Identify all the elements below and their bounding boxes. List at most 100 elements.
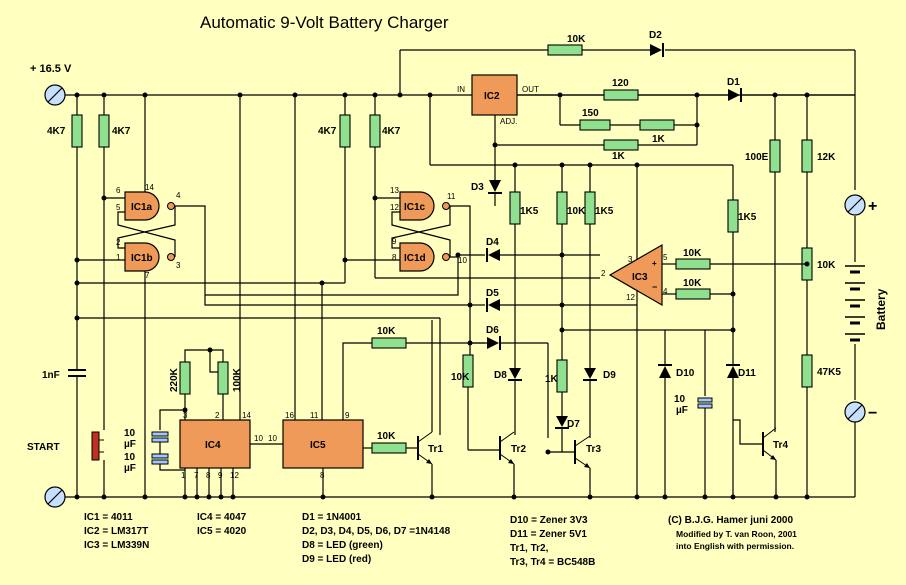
- pin-label: 4: [663, 287, 668, 296]
- resistor-10k-d6: [371, 337, 407, 349]
- pin-label: 1: [181, 471, 186, 480]
- junction-dots: [74, 92, 810, 500]
- battery-plus-sign: +: [868, 198, 877, 215]
- ic1a-label: IC1a: [131, 202, 153, 213]
- diode-label: D2: [649, 30, 662, 41]
- transistor-tr2-icon: [499, 431, 515, 465]
- zener-d10-icon: [658, 364, 672, 378]
- resistor-label: 10K: [451, 372, 470, 383]
- battery-icon: [845, 216, 865, 400]
- resistor-1k5-c: [727, 199, 739, 233]
- capacitor-10uf-b: [151, 453, 169, 459]
- legend-line: D10 = Zener 3V3: [510, 515, 588, 526]
- diode-d2: [650, 43, 664, 57]
- ic4-4047: [179, 419, 251, 469]
- resistor-label: 12K: [817, 152, 836, 163]
- resistor-150: [579, 119, 611, 131]
- pin-label: 8: [392, 253, 397, 262]
- resistor-4k7-c: [339, 114, 351, 148]
- pin-label: 9: [345, 411, 350, 420]
- diode-d6: [487, 336, 501, 350]
- diode-label: D6: [486, 325, 499, 336]
- legend-line: IC3 = LM339N: [84, 540, 149, 551]
- resistor-10k-comparator-1: [675, 258, 711, 270]
- capacitor-10uf-c: [697, 397, 713, 403]
- resistor-120: [603, 89, 639, 101]
- capacitor-label: 10: [124, 452, 136, 463]
- legend-line: IC5 = 4020: [197, 526, 247, 537]
- ic3-comparator: [608, 243, 663, 307]
- credit-line: (C) B.J.G. Hamer juni 2000: [668, 515, 793, 526]
- diode-d4: [486, 248, 500, 262]
- legend-line: D11 = Zener 5V1: [510, 529, 587, 540]
- resistor-label: 4K7: [47, 126, 66, 137]
- comparator-plus: +: [652, 259, 657, 268]
- diode-label: D5: [486, 288, 499, 299]
- supply-terminal: [44, 84, 66, 106]
- diode-d3: [488, 180, 502, 194]
- diode-label: D7: [567, 419, 580, 430]
- pin-label: 5: [116, 203, 121, 212]
- ic1d-gate: [399, 242, 435, 272]
- resistor-label: 1K: [545, 374, 559, 385]
- resistor-label: 1K5: [595, 206, 614, 217]
- resistor-label: 120: [612, 78, 629, 89]
- diagram-title: Automatic 9-Volt Battery Charger: [200, 13, 449, 32]
- ic1c-gate: [399, 191, 435, 221]
- pin-label: 6: [116, 186, 121, 195]
- pin-label: 16: [285, 411, 294, 420]
- resistor-4k7-a: [71, 114, 83, 148]
- resistor-label: 1K: [652, 134, 666, 145]
- pin-label: 9: [392, 237, 397, 246]
- pin-label: 2: [215, 411, 220, 420]
- pin-label: OUT: [522, 85, 539, 94]
- pin-label: ADJ.: [500, 117, 517, 126]
- pin-label: 12: [230, 471, 239, 480]
- pin-label: 12: [626, 293, 635, 302]
- ic1b-gate: [124, 242, 160, 272]
- ic3-label: IC3: [632, 272, 648, 283]
- resistor-label: 4K7: [112, 126, 131, 137]
- capacitor-label: 10: [674, 394, 686, 405]
- diode-label: D8: [494, 370, 507, 381]
- resistor-1k-d7: [556, 359, 568, 393]
- resistor-10k-ic5: [371, 442, 407, 454]
- ic1d-label: IC1d: [404, 253, 426, 264]
- resistor-100e: [769, 139, 781, 173]
- resistor-label: 10K: [567, 206, 586, 217]
- resistor-1k-pot: [639, 119, 675, 131]
- resistor-label: 47K5: [817, 367, 841, 378]
- start-button[interactable]: [91, 431, 104, 461]
- resistor-1k5-a: [509, 191, 521, 225]
- resistor-label: 1K5: [520, 206, 539, 217]
- ic5-4020: [282, 419, 364, 469]
- resistor-12k: [801, 139, 813, 173]
- pin-label: 5: [663, 253, 668, 262]
- ground-terminal: [44, 486, 66, 508]
- start-label: START: [27, 442, 60, 453]
- diode-label: D4: [486, 237, 499, 248]
- resistor-label: 150: [582, 108, 599, 119]
- supply-label: + 16.5 V: [30, 63, 72, 75]
- legend-line: D2, D3, D4, D5, D6, D7 =1N4148: [302, 526, 451, 537]
- diode-d1: [728, 88, 742, 102]
- battery-label: Battery: [874, 288, 888, 330]
- resistor-label: 10K: [683, 248, 702, 259]
- transistor-label: Tr1: [428, 444, 443, 455]
- diode-label: D3: [471, 182, 484, 193]
- legend-line: IC2 = LM317T: [84, 526, 148, 537]
- pin-label: 11: [447, 192, 456, 201]
- capacitor-label: 10: [124, 428, 136, 439]
- ic1a-gate: [124, 191, 160, 221]
- resistor-label: 10K: [683, 278, 702, 289]
- diode-label: D10: [676, 368, 695, 379]
- pin-label: 10: [268, 434, 277, 443]
- ic1c-label: IC1c: [404, 202, 426, 213]
- pin-label: 4: [176, 191, 181, 200]
- legend-line: D8 = LED (green): [302, 540, 383, 551]
- legend-line: IC1 = 4011: [84, 512, 133, 523]
- battery-minus-sign: −: [868, 405, 877, 422]
- pin-label: 12: [390, 203, 399, 212]
- comparator-minus: −: [652, 282, 657, 292]
- pin-label: 7: [145, 271, 150, 280]
